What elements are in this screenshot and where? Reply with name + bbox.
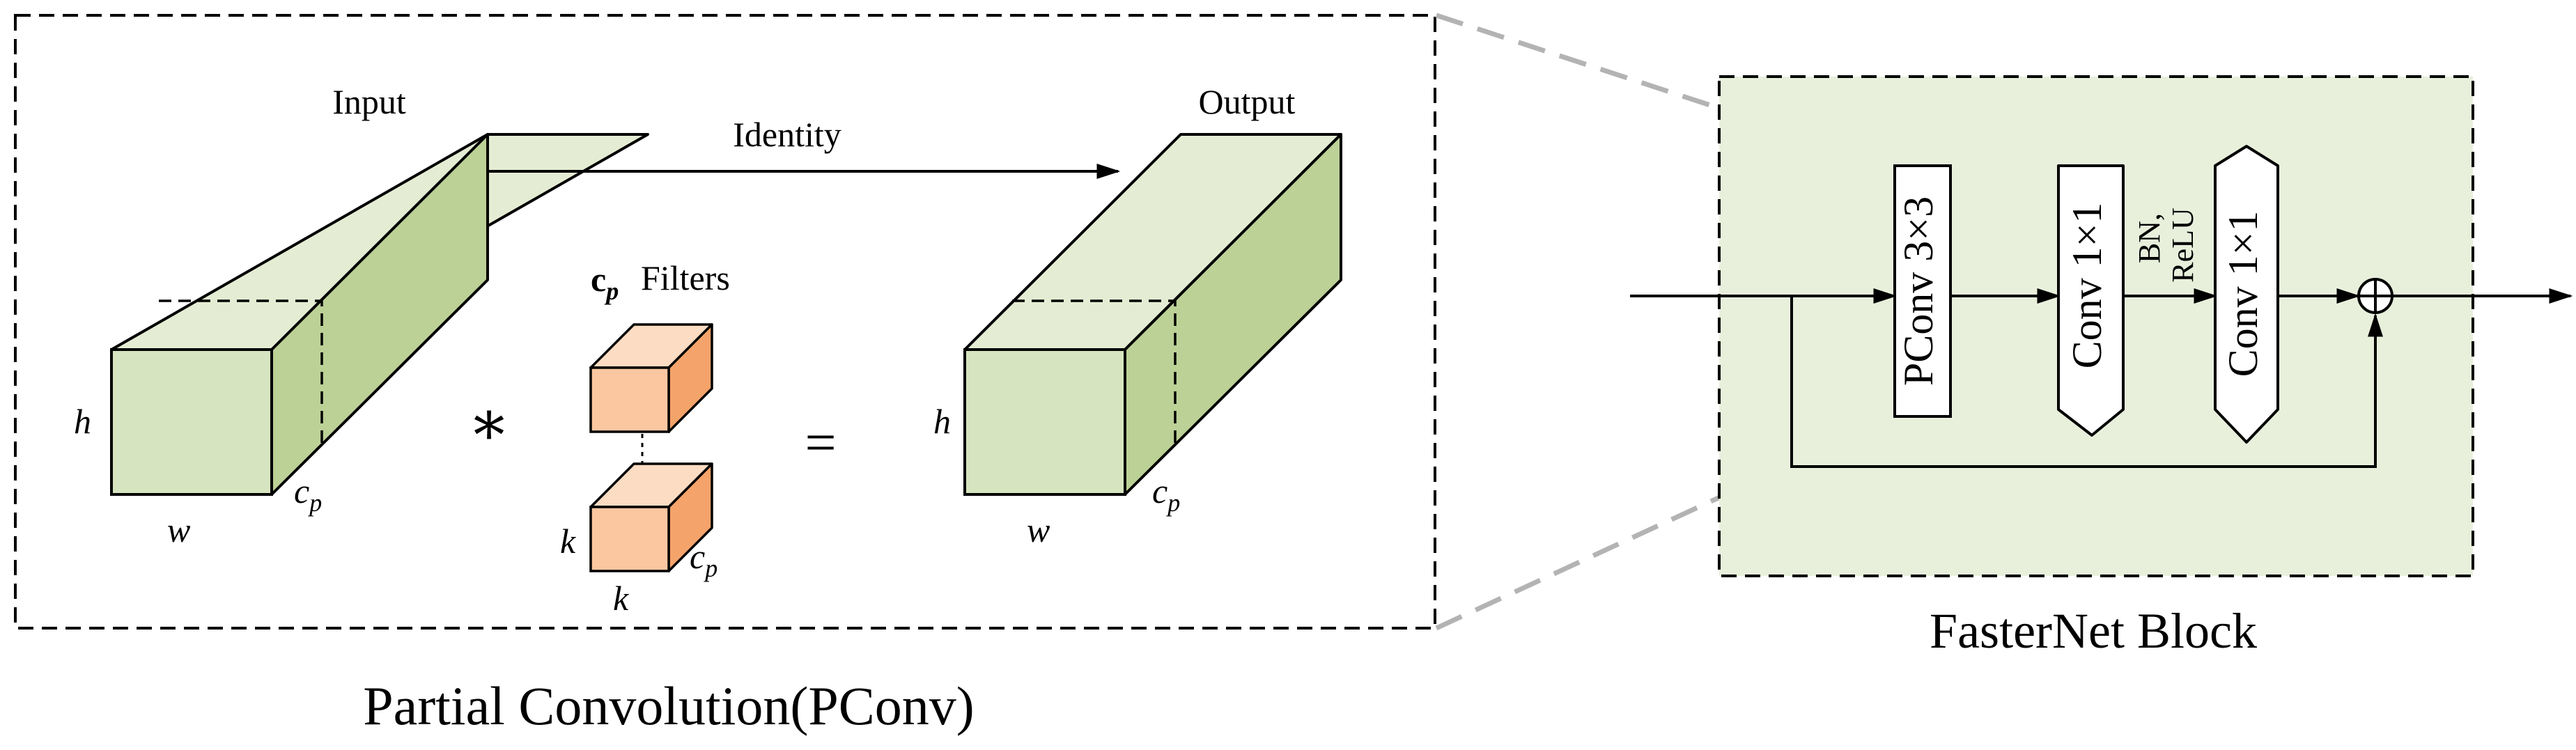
output-label: Output	[1199, 82, 1296, 121]
output-tensor-front	[963, 348, 1126, 496]
input-width-label: w	[167, 510, 190, 549]
pconv-3x3-layer	[1893, 164, 1952, 418]
input-channel-label: cp	[294, 471, 322, 517]
bn-label: BN,	[2132, 213, 2166, 263]
pconv-caption: Partial Convolution(PConv)	[363, 675, 975, 736]
output-tensor	[963, 133, 1342, 496]
input-height-label: h	[74, 402, 91, 441]
filter-channel-label: cp	[690, 537, 717, 582]
conv1x1-project-label: Conv 1×1	[2220, 211, 2266, 377]
output-height-label: h	[933, 402, 951, 441]
fasternet-caption: FasterNet Block	[1930, 603, 2257, 659]
filter-top	[589, 323, 713, 433]
filter-height-label: k	[560, 522, 576, 561]
equals-sign: =	[805, 412, 836, 474]
residual-shortcut	[1790, 296, 2383, 468]
conv-operator: ∗	[467, 389, 510, 458]
conv1x1-expand-label: Conv 1×1	[2064, 203, 2110, 369]
identity-label: Identity	[733, 115, 841, 154]
relu-label: ReLU	[2166, 208, 2200, 283]
conv1x1-expand-layer	[2057, 164, 2125, 437]
input-tensor-front	[110, 348, 273, 496]
input-label: Input	[332, 82, 406, 121]
pconv-3x3-label: PConv 3×3	[1895, 196, 1941, 386]
input-tensor	[110, 133, 649, 496]
filter-width-label: k	[613, 579, 629, 618]
residual-add-node	[2357, 278, 2393, 314]
output-partial-channels	[1012, 299, 1177, 446]
filter-bottom	[589, 462, 713, 572]
output-width-label: w	[1027, 510, 1050, 549]
input-partial-channels	[159, 299, 323, 446]
filters-count-label: cp	[591, 260, 619, 305]
conv1x1-project-layer	[2214, 145, 2279, 444]
output-channel-label: cp	[1152, 471, 1180, 517]
filters-label: Filters	[641, 258, 730, 297]
